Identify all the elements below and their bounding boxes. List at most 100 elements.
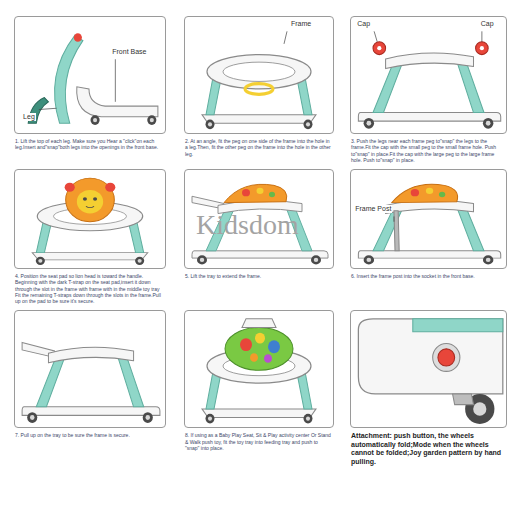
drawing-part [145, 415, 150, 420]
drawing-part [364, 255, 374, 264]
drawing-part [138, 259, 142, 263]
drawing-part [457, 205, 484, 250]
drawing-part [486, 258, 491, 262]
drawing-part [65, 183, 75, 192]
drawing-part [311, 255, 321, 264]
panel-frame [184, 310, 334, 428]
watermark: Kidsdom [196, 211, 299, 239]
panel-illustration [202, 319, 316, 424]
part-label: Frame Post [354, 205, 392, 213]
caption-block: Attachment: push button, the wheels auto… [351, 432, 506, 466]
panel-frame [14, 169, 166, 269]
drawing-part [83, 197, 87, 201]
drawing-part [74, 33, 82, 42]
drawing-part [483, 255, 493, 264]
part-label: Cap [480, 20, 495, 28]
drawing-part [206, 120, 215, 130]
panel-illustration [358, 42, 500, 129]
step-caption: 5. Lift the tray to extend the frame. [185, 273, 333, 279]
drawing-part [438, 349, 455, 366]
drawing-part [30, 415, 35, 420]
drawing-part [433, 344, 460, 372]
step-panel: Attachment: push button, the wheels auto… [350, 310, 507, 466]
caption-block: 1. Lift the top of each leg. Make sure y… [15, 138, 165, 151]
step-caption: Attachment: push button, the wheels auto… [351, 432, 506, 466]
drawing-part [366, 121, 371, 126]
drawing-part [86, 206, 94, 207]
drawing-part [473, 402, 486, 416]
step-panel: 6. Insert the frame post into the socket… [350, 169, 507, 279]
caption-block: 3. Push the legs near each frame peg to"… [351, 138, 506, 163]
step-caption: 3. Push the legs near each frame peg to"… [351, 138, 506, 163]
step-caption: 6. Insert the frame post into the socket… [351, 273, 506, 279]
drawing-part [257, 188, 264, 194]
drawing-part [27, 412, 37, 423]
leader-line [374, 31, 377, 41]
drawing-part [269, 192, 275, 197]
panel-illustration [358, 184, 500, 264]
step-panel: 7. Pull up on the tray to be sure the fr… [14, 310, 166, 438]
leader-line [115, 59, 116, 102]
panel-frame [14, 16, 166, 134]
caption-block: 8. If using as a Baby Play Seat, Sit & P… [185, 432, 333, 451]
drawing-part [93, 197, 97, 201]
drawing-part [208, 416, 212, 420]
drawing-part [22, 407, 160, 416]
drawing-part [480, 46, 484, 50]
step-caption: 2. At an angle, fit the peg on one side … [185, 138, 333, 157]
step-panel: 2. At an angle, fit the peg on one side … [184, 16, 334, 157]
drawing-part [394, 211, 399, 251]
drawing-part [77, 190, 103, 214]
leader-line [481, 31, 482, 41]
panel-illustration [192, 184, 328, 264]
drawing-part [48, 347, 133, 363]
drawing-part [306, 122, 310, 126]
step-panel: 1. Lift the top of each leg. Make sure y… [14, 16, 166, 151]
drawing-part [364, 118, 374, 129]
caption-block: 7. Pull up on the tray to be sure the fr… [15, 432, 165, 438]
drawing-part [476, 42, 489, 55]
drawing-part [242, 319, 276, 328]
drawing-part [373, 207, 402, 251]
drawing-part [200, 258, 205, 262]
drawing-part [366, 258, 371, 262]
drawing-part [373, 61, 402, 112]
drawing-part [453, 394, 474, 405]
drawing-part [306, 416, 310, 420]
drawing-part [36, 257, 45, 265]
drawing-part [411, 189, 419, 196]
drawing-part [32, 253, 148, 260]
drawing-part [304, 414, 313, 424]
drawing-part [483, 118, 493, 129]
drawing-part [105, 183, 115, 192]
drawing-part [486, 121, 491, 126]
panel-illustration [202, 55, 316, 130]
drawing-part [208, 122, 212, 126]
panel-illustration [22, 342, 160, 422]
drawing-part [240, 338, 252, 351]
drawing-part [224, 184, 287, 202]
drawing-part [426, 188, 433, 194]
step-panel: 8. If using as a Baby Play Seat, Sit & P… [184, 310, 334, 451]
step-panel: 4. Position the seat pad so lion head is… [14, 169, 166, 304]
drawing-part [386, 53, 474, 69]
drawing-part [413, 319, 503, 332]
drawing-part [377, 46, 381, 50]
panel-frame [184, 16, 334, 134]
drawing-part [255, 333, 265, 344]
drawing-part [242, 189, 250, 196]
panel-illustration [32, 178, 148, 265]
drawing-part [358, 113, 500, 122]
caption-block: 2. At an angle, fit the peg on one side … [185, 138, 333, 157]
caption-block: 4. Position the seat pad so lion head is… [15, 273, 165, 304]
panel-frame [350, 169, 507, 269]
caption-block: 6. Insert the frame post into the socket… [351, 273, 506, 279]
drawing-part [192, 251, 328, 258]
step-caption: 1. Lift the top of each leg. Make sure y… [15, 138, 165, 151]
drawing-part [135, 257, 144, 265]
leader-line [284, 31, 287, 44]
drawing-part [264, 354, 272, 363]
panel-frame [350, 310, 507, 428]
drawing-part [206, 414, 215, 424]
